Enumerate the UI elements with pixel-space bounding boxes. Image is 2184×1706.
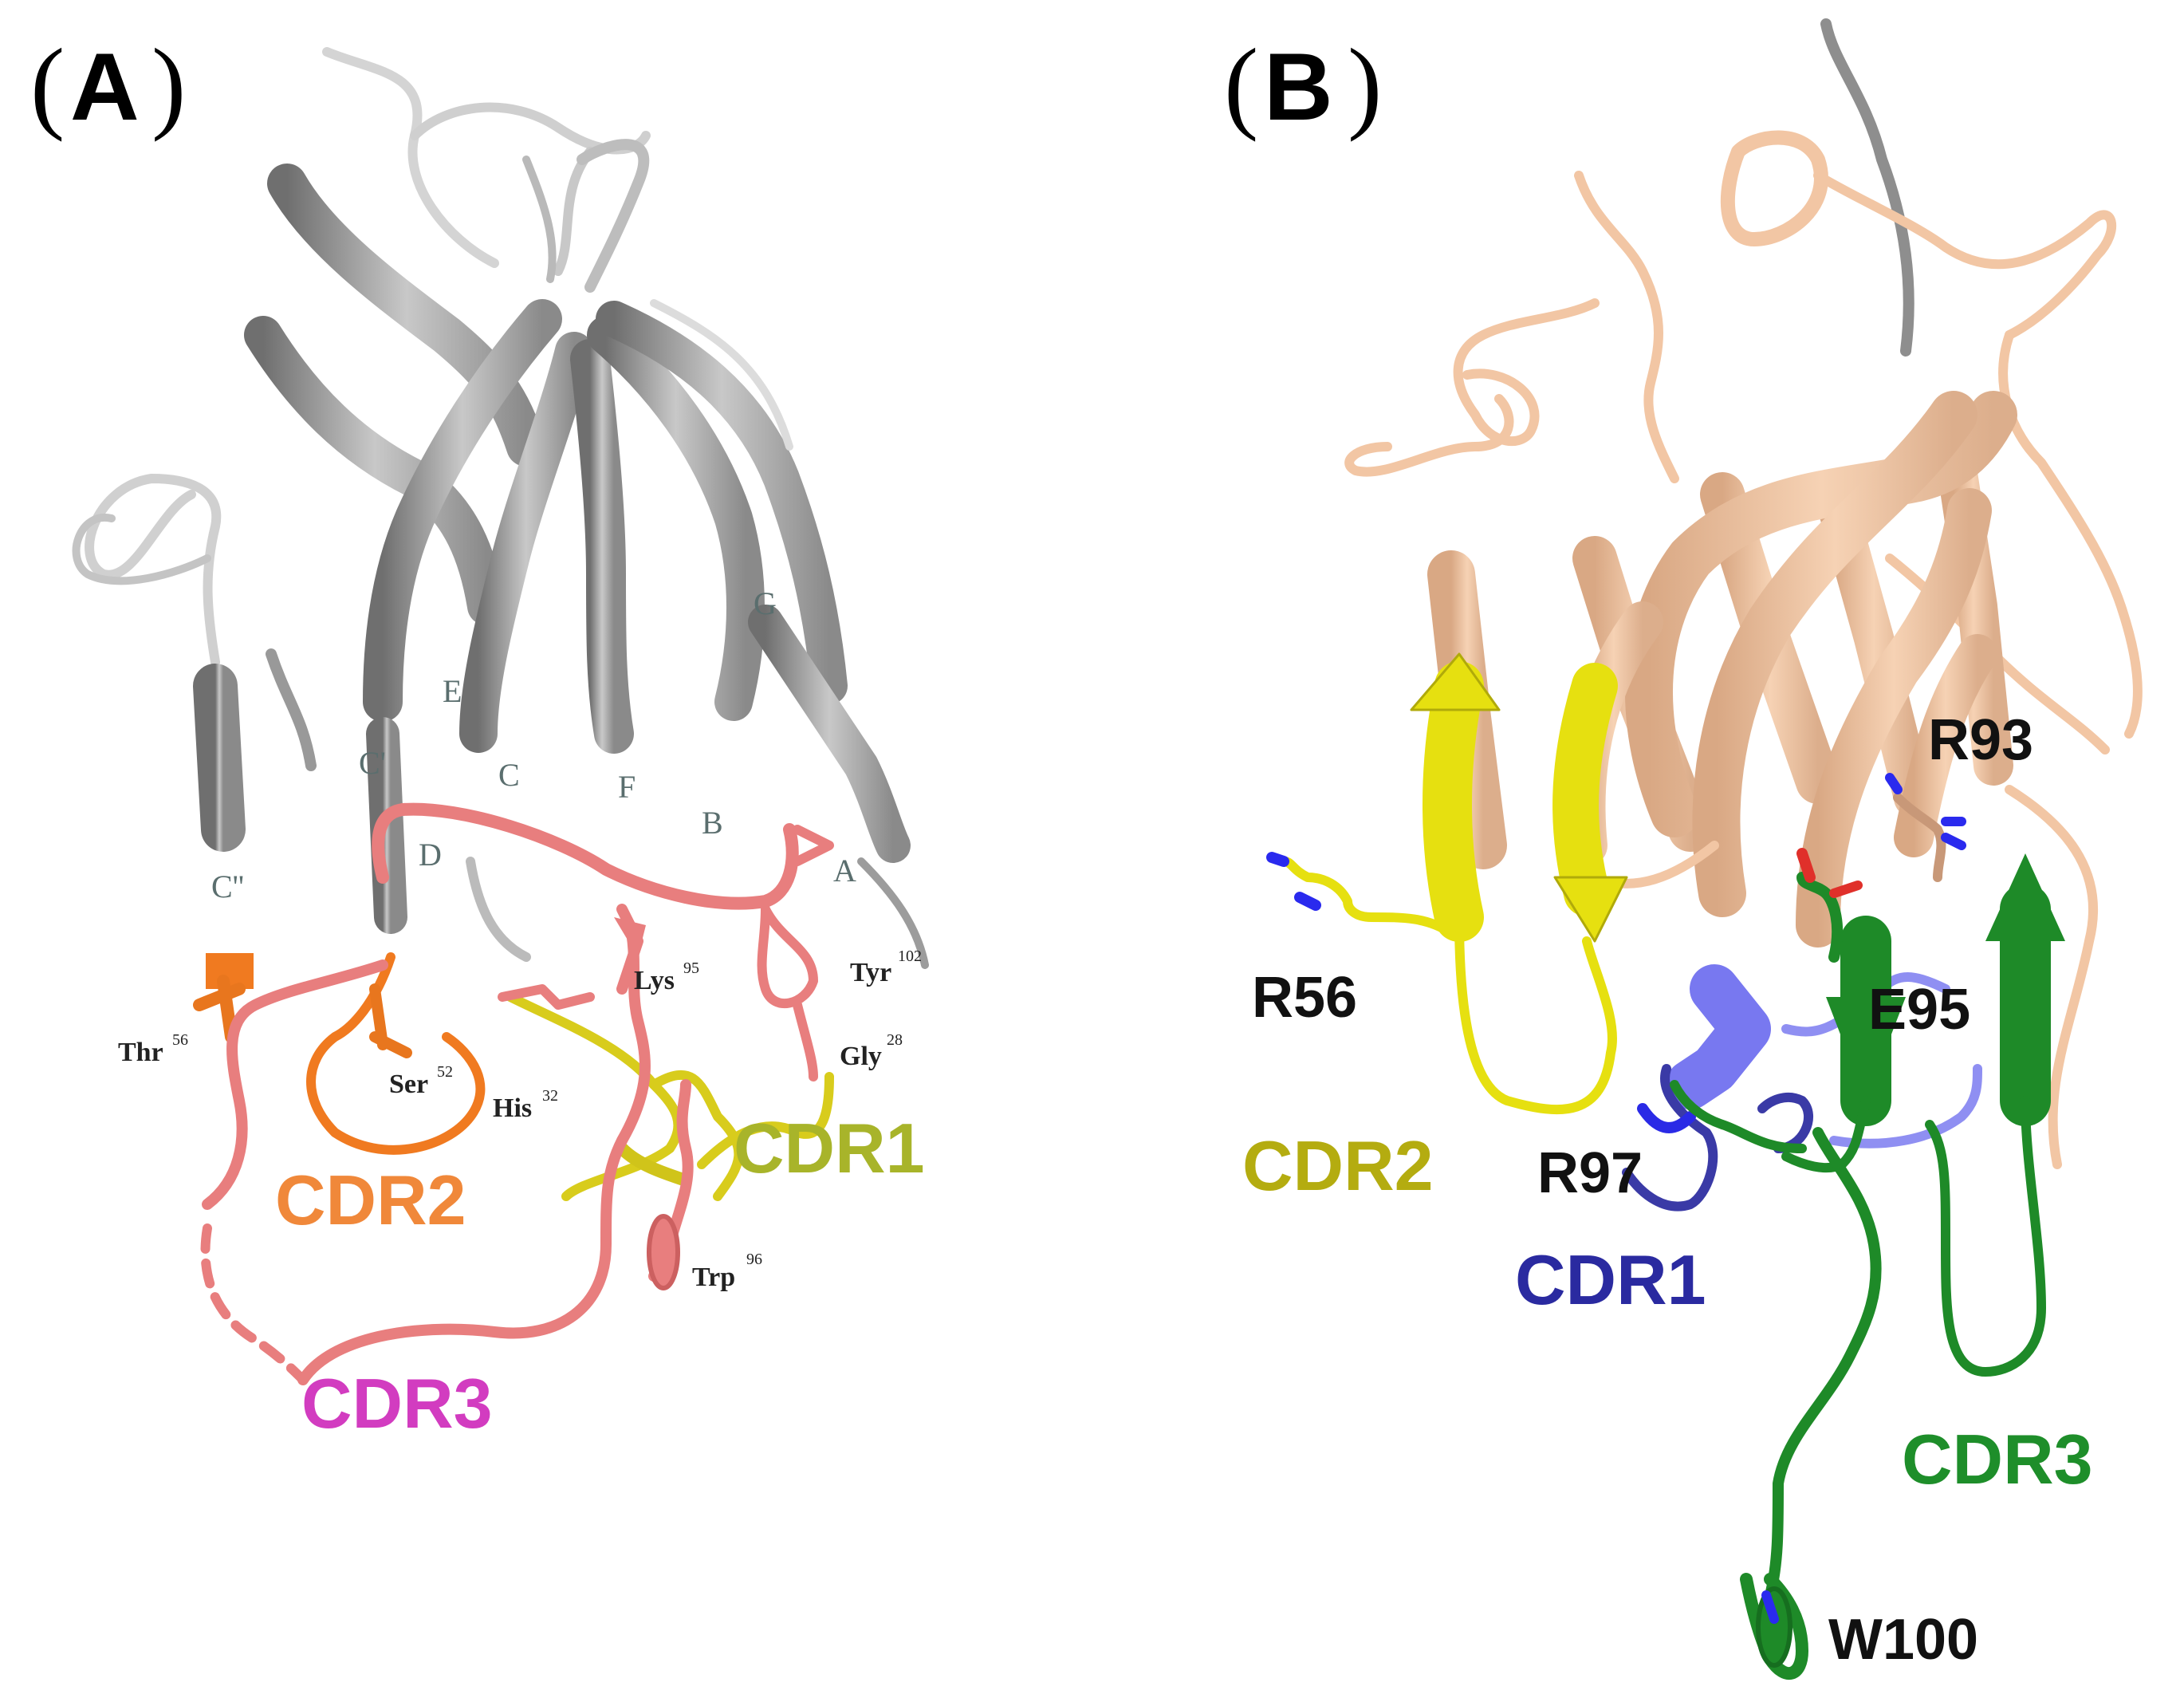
- strand-label-d: D: [419, 837, 442, 873]
- panel-b-framework-ribbon: [1344, 18, 2143, 1169]
- panel-a-open-paren: (: [30, 28, 65, 143]
- residue-name-his: His: [493, 1093, 532, 1123]
- residue-label-w100: W100: [1828, 1608, 1978, 1672]
- panel-a-cdr-ribbons: [193, 802, 834, 1385]
- panel-b-residue-labels: R93 R56 E95 R97 W100: [1252, 708, 2033, 1672]
- residue-name-trp: Trp: [692, 1263, 735, 1292]
- residue-label-gly28: Gly 28: [840, 1031, 903, 1071]
- residue-label-ser52: Ser 52: [389, 1063, 453, 1099]
- panel-a-cdr3-label: CDR3: [301, 1364, 493, 1443]
- panel-a-cdr2-label: CDR2: [275, 1160, 466, 1239]
- residue-num-32: 32: [542, 1087, 558, 1105]
- panel-a: ( A ): [30, 28, 929, 1443]
- residue-num-28: 28: [887, 1031, 903, 1049]
- strand-label-g: G: [754, 585, 777, 621]
- residue-num-96: 96: [746, 1251, 762, 1268]
- residue-name-tyr: Tyr: [850, 958, 891, 987]
- residue-num-95: 95: [683, 959, 699, 977]
- strand-label-f: F: [618, 769, 636, 805]
- residue-name-gly: Gly: [840, 1042, 882, 1071]
- strand-label-b: B: [702, 805, 723, 841]
- panel-b-cdr3-label: CDR3: [1902, 1420, 2093, 1499]
- strand-label-c-prime: C': [359, 745, 386, 781]
- residue-label-lys95: Lys 95: [634, 959, 699, 995]
- residue-label-r56: R56: [1252, 966, 1357, 1030]
- residue-label-r97: R97: [1537, 1141, 1643, 1205]
- panel-b-cdr2-label: CDR2: [1242, 1126, 1434, 1205]
- panel-b-cdr1-label: CDR1: [1515, 1240, 1706, 1319]
- cdr3-arrowhead-2: [1985, 853, 2065, 941]
- residue-label-tyr102: Tyr 102: [850, 948, 922, 987]
- panel-a-cdr1-label: CDR1: [734, 1109, 925, 1188]
- residue-name-thr: Thr: [118, 1038, 163, 1067]
- residue-num-52: 52: [437, 1063, 453, 1081]
- cdr2-arrowhead-1: [1410, 652, 1501, 711]
- panel-b-label: ( B ): [1224, 28, 1382, 143]
- panel-b-letter: B: [1264, 33, 1333, 140]
- panel-b-cdr-ribbons: [1266, 652, 2065, 1680]
- strand-label-c-double-prime: C'': [211, 869, 244, 904]
- panel-b: ( B ): [1224, 18, 2143, 1680]
- panel-a-cdr-labels: CDR1 CDR2 CDR3: [275, 1109, 925, 1443]
- residue-num-56: 56: [172, 1031, 188, 1049]
- panel-a-close-paren: ): [152, 28, 186, 143]
- strand-label-c: C: [498, 757, 520, 793]
- panel-a-label: ( A ): [30, 28, 186, 143]
- panel-a-strand-labels: C'' C' D E C F B G A: [211, 585, 856, 904]
- residue-name-ser: Ser: [389, 1070, 428, 1099]
- strand-label-e: E: [443, 673, 462, 709]
- residue-label-trp96: Trp 96: [692, 1251, 762, 1292]
- panel-a-framework-ribbon: [72, 47, 929, 969]
- residue-label-e95: E95: [1868, 978, 1970, 1042]
- residue-label-r93: R93: [1928, 708, 2033, 772]
- panel-a-residue-labels: Thr 56 Ser 52 His 32 Lys 95 Tyr 102 Gly …: [118, 948, 922, 1292]
- panel-a-letter: A: [70, 33, 140, 140]
- cdr3-arrowhead-1: [1826, 997, 1906, 1101]
- residue-num-102: 102: [898, 948, 922, 965]
- panel-b-cdr-labels: CDR2 CDR1 CDR3: [1242, 1126, 2093, 1499]
- strand-label-a: A: [833, 853, 856, 888]
- panel-b-open-paren: (: [1224, 28, 1258, 143]
- panel-b-close-paren: ): [1348, 28, 1382, 143]
- cdr2-arrowhead-2: [1553, 876, 1628, 943]
- residue-label-thr56: Thr 56: [118, 1031, 188, 1067]
- residue-label-his32: His 32: [493, 1087, 558, 1123]
- residue-name-lys: Lys: [634, 966, 675, 995]
